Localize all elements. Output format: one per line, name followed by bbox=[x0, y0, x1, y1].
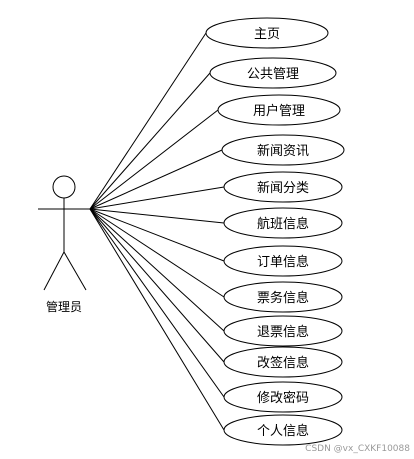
use-case-ellipse bbox=[223, 414, 343, 446]
watermark: CSDN @vx_CXKF10088 bbox=[305, 444, 410, 454]
use-case-label: 退票信息 bbox=[257, 324, 309, 340]
use-case-ellipse bbox=[205, 17, 329, 49]
use-case[interactable]: 修改密码 bbox=[223, 381, 343, 413]
use-case-ellipse bbox=[223, 315, 343, 347]
use-case[interactable]: 公共管理 bbox=[209, 57, 337, 89]
use-case[interactable]: 用户管理 bbox=[217, 94, 341, 126]
association-line bbox=[89, 208, 225, 224]
use-case-label: 主页 bbox=[254, 27, 280, 42]
use-case-label: 票务信息 bbox=[257, 290, 309, 306]
association-line bbox=[89, 149, 223, 210]
use-case-label: 公共管理 bbox=[247, 67, 299, 82]
use-case-ellipse bbox=[223, 245, 343, 277]
use-case-ellipse bbox=[223, 381, 343, 413]
use-case-ellipse bbox=[223, 207, 343, 239]
association-line bbox=[89, 109, 219, 210]
use-case-label: 修改密码 bbox=[257, 390, 309, 406]
association-line bbox=[89, 208, 225, 262]
use-case[interactable]: 航班信息 bbox=[223, 207, 343, 239]
use-case-ellipse bbox=[221, 134, 345, 166]
actor-right-leg bbox=[63, 251, 87, 291]
association-line bbox=[89, 208, 225, 363]
association-line bbox=[89, 186, 225, 210]
use-case-ellipse bbox=[223, 346, 343, 378]
use-case-label: 改签信息 bbox=[257, 355, 309, 371]
use-case[interactable]: 订单信息 bbox=[223, 245, 343, 277]
use-case[interactable]: 新闻资讯 bbox=[221, 134, 345, 166]
association-line bbox=[89, 208, 225, 398]
use-case-ellipse bbox=[223, 281, 343, 313]
use-case-label: 航班信息 bbox=[257, 216, 309, 232]
association-line bbox=[89, 208, 225, 332]
use-case-ellipse bbox=[217, 94, 341, 126]
actor-head bbox=[52, 175, 76, 199]
use-case[interactable]: 退票信息 bbox=[223, 315, 343, 347]
actor-left-leg bbox=[43, 251, 65, 291]
actor-label: 管理员 bbox=[46, 299, 82, 314]
use-case-ellipse bbox=[223, 171, 343, 203]
use-case-ellipse bbox=[209, 57, 337, 89]
association-line bbox=[89, 208, 225, 431]
use-case[interactable]: 票务信息 bbox=[223, 281, 343, 313]
use-case-label: 新闻资讯 bbox=[257, 143, 309, 159]
use-case[interactable]: 个人信息 bbox=[223, 414, 343, 446]
use-case-label: 个人信息 bbox=[257, 423, 309, 439]
use-case[interactable]: 主页 bbox=[205, 17, 329, 49]
use-case-label: 订单信息 bbox=[257, 254, 309, 270]
actor-figure bbox=[38, 175, 90, 291]
association-line bbox=[89, 32, 207, 210]
association-lines bbox=[89, 32, 225, 431]
association-line bbox=[89, 208, 225, 298]
use-case-list: 主页公共管理用户管理新闻资讯新闻分类航班信息订单信息票务信息退票信息改签信息修改… bbox=[205, 17, 345, 446]
use-case-label: 新闻分类 bbox=[257, 180, 309, 196]
use-case-label: 用户管理 bbox=[253, 103, 305, 119]
use-case[interactable]: 改签信息 bbox=[223, 346, 343, 378]
use-case[interactable]: 新闻分类 bbox=[223, 171, 343, 203]
association-line bbox=[89, 72, 211, 210]
